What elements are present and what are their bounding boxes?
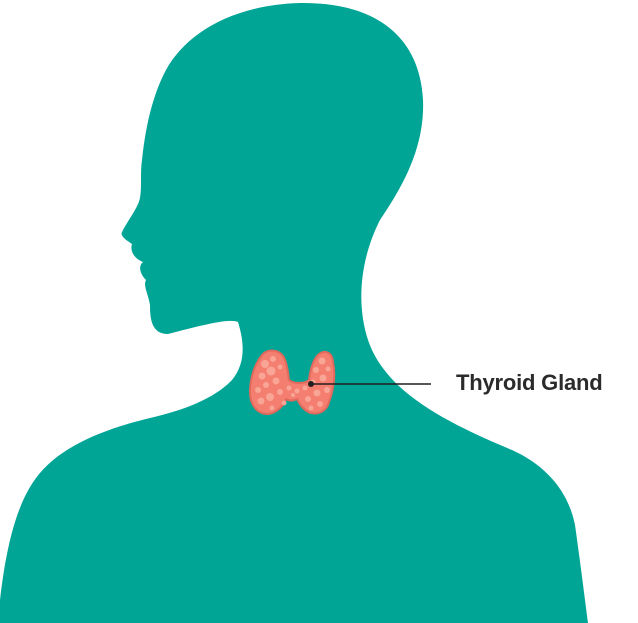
leader-line-dot <box>308 381 314 387</box>
human-silhouette <box>0 3 588 623</box>
thyroid-gland-label: Thyroid Gland <box>456 370 603 396</box>
